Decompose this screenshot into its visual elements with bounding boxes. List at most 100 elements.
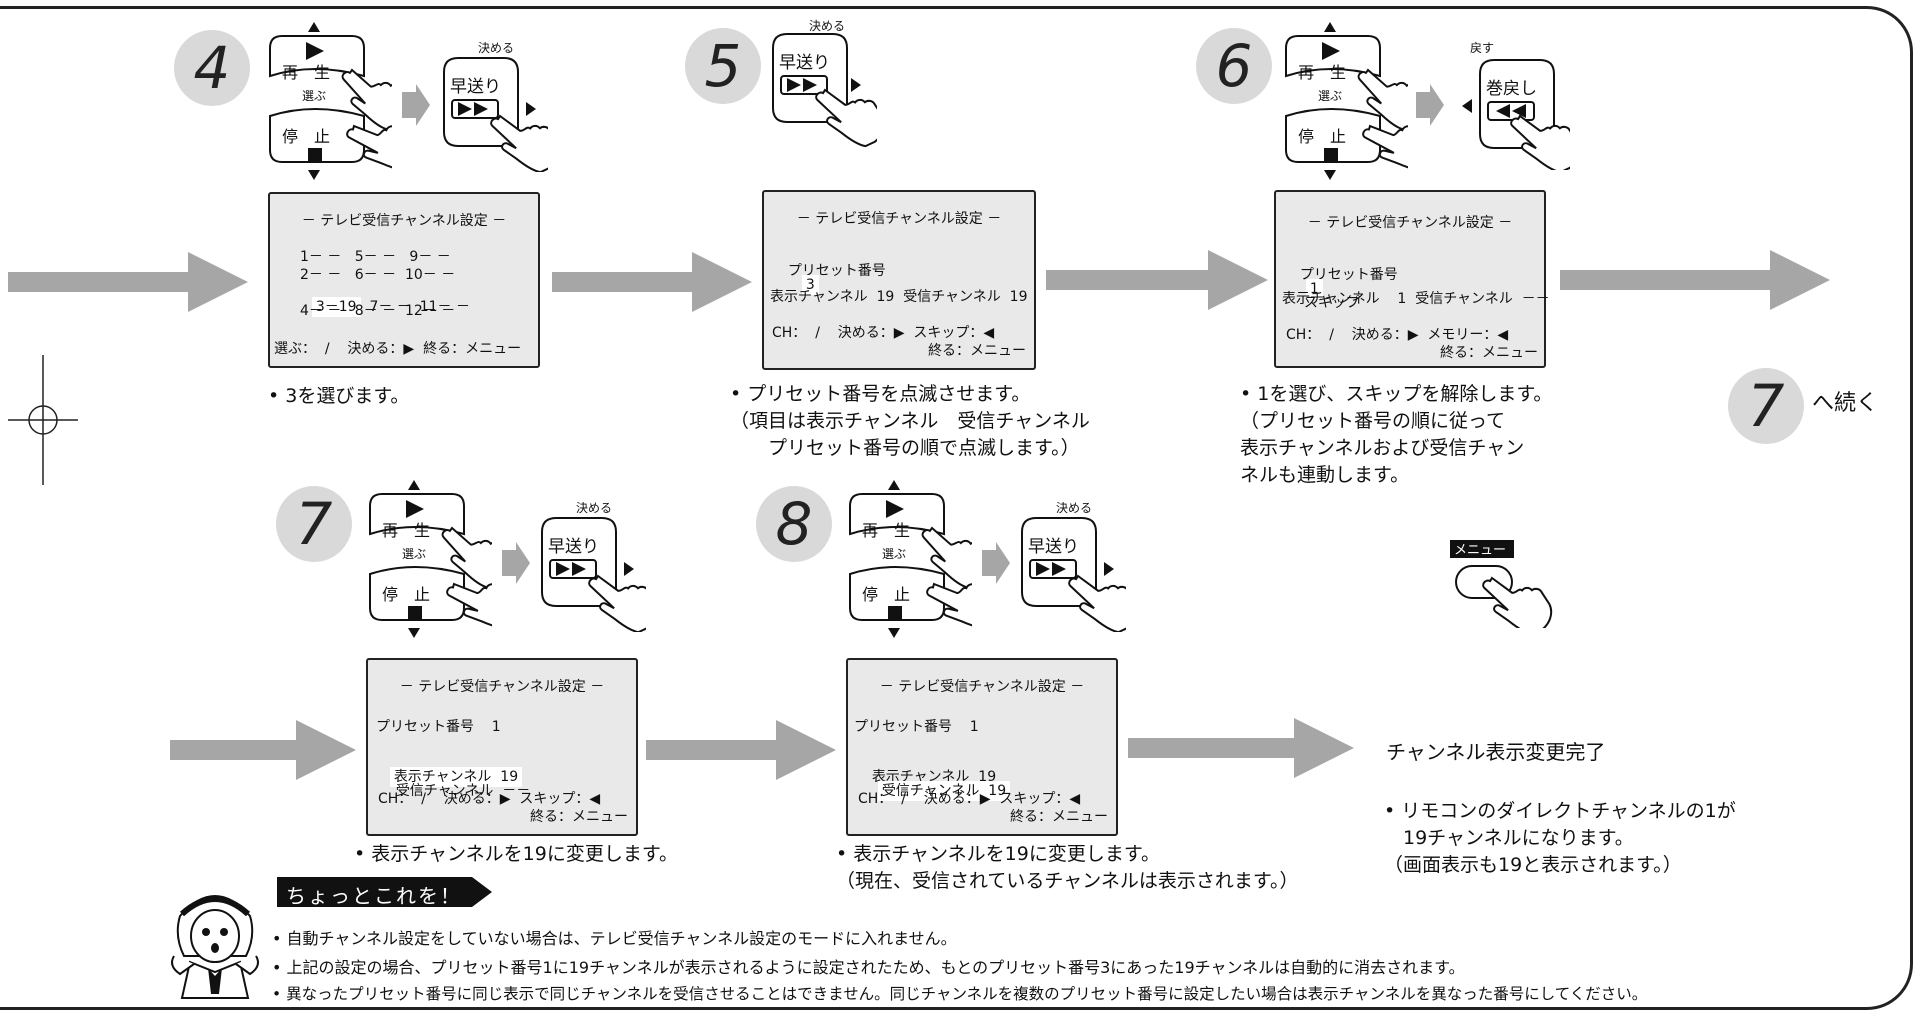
- screen-footer-2: 終る：メニュー: [1010, 809, 1108, 825]
- receive-channel-highlight: 受信チャンネル 19: [877, 781, 1011, 801]
- channel-row: 表示チャンネル 1 受信チャンネル －－: [1282, 291, 1550, 307]
- svg-text:早送り: 早送り: [450, 77, 501, 97]
- flow-arrow-6-7: [1560, 250, 1830, 310]
- svg-text:早送り: 早送り: [548, 537, 599, 557]
- small-arrow-8: [982, 542, 1010, 584]
- screen-step8: － テレビ受信チャンネル設定 － プリセット番号 1 表示チャンネル 19 受信…: [846, 658, 1118, 836]
- channel-row: 表示チャンネル 19 受信チャンネル －－: [372, 756, 530, 812]
- step-number-8: 8: [756, 486, 832, 562]
- completion-description: • リモコンのダイレクトチャンネルの1が 19チャンネルになります。 （画面表示…: [1384, 800, 1736, 876]
- menu-label: メニュー: [1454, 543, 1506, 558]
- caption-step4: • 3を選びます。: [268, 385, 410, 407]
- small-arrow-4: [402, 84, 430, 126]
- flow-arrow-5-6: [1046, 250, 1268, 310]
- screen-step4: － テレビ受信チャンネル設定 － 1－ － 5－ － 9－ － 2－ － 6－ …: [268, 192, 540, 368]
- channel-grid-row1: 1－ － 5－ － 9－ －: [300, 249, 451, 265]
- svg-text:停 止: 停 止: [282, 127, 330, 146]
- svg-text:早送り: 早送り: [1028, 537, 1079, 557]
- preset-row: プリセット番号 3: [787, 263, 886, 295]
- svg-text:選ぶ: 選ぶ: [882, 547, 906, 561]
- preset-row: プリセット番号 1: [376, 719, 501, 735]
- screen-footer-2: 終る：メニュー: [1440, 345, 1538, 361]
- svg-text:停 止: 停 止: [382, 585, 430, 604]
- continue-step-number: 7: [1728, 368, 1804, 444]
- preset-row: プリセット番号 1 スキップ: [1299, 267, 1398, 311]
- screen-title: － テレビ受信チャンネル設定 －: [796, 211, 1002, 227]
- screen-footer: 選ぶ： / 決める：▶ 終る：メニュー: [274, 341, 522, 357]
- preset-row: プリセット番号 1: [854, 719, 979, 735]
- channel-grid-row2: 2－ － 6－ － 10－ －: [300, 267, 456, 283]
- screen-footer-2: 終る：メニュー: [530, 809, 628, 825]
- screen-footer-2: 終る：メニュー: [928, 343, 1026, 359]
- play-stop-buttons-illustration-8: 再 生 選ぶ 停 止: [849, 480, 972, 643]
- flow-arrow-7-8: [646, 720, 836, 780]
- svg-text:決める: 決める: [1056, 502, 1092, 515]
- small-arrow-6: [1416, 84, 1444, 126]
- display-channel-highlight: 表示チャンネル 19: [389, 767, 523, 787]
- flow-arrow-row2-in: [170, 720, 356, 780]
- svg-text:再 生: 再 生: [382, 521, 430, 540]
- girl-character-illustration: [171, 895, 259, 999]
- svg-text:決める: 決める: [478, 42, 514, 55]
- flow-arrow-8-complete: [1128, 718, 1354, 778]
- ff-decide-button-illustration-7: 決める 早送り: [541, 502, 646, 632]
- channel-row: 表示チャンネル 19 受信チャンネル 19: [854, 756, 1011, 812]
- channel-grid-row3: 3－19 7－ － 11－ －: [294, 286, 470, 328]
- screen-step7: － テレビ受信チャンネル設定 － プリセット番号 1 表示チャンネル 19 受信…: [366, 658, 638, 836]
- flow-arrow-4-5: [552, 252, 752, 312]
- continue-label: へ続く: [1812, 391, 1879, 416]
- preset-value: 1: [1305, 279, 1323, 299]
- svg-text:再 生: 再 生: [282, 63, 330, 82]
- step-number-7: 7: [276, 486, 352, 562]
- channel-grid-row4: 4－ － 8－ － 12－ －: [300, 303, 456, 319]
- small-arrow-7: [502, 542, 530, 584]
- svg-text:決める: 決める: [809, 19, 845, 33]
- screen-title: － テレビ受信チャンネル設定 －: [399, 679, 605, 695]
- ff-decide-button-illustration-8: 決める 早送り: [1021, 502, 1126, 632]
- tip-note-1: • 自動チャンネル設定をしていない場合は、テレビ受信チャンネル設定のモードに入れ…: [272, 929, 957, 948]
- play-stop-buttons-illustration: 再 生 選ぶ 停 止: [269, 22, 392, 185]
- channel-row: 表示チャンネル 19 受信チャンネル 19: [770, 289, 1028, 305]
- svg-text:選ぶ: 選ぶ: [402, 547, 426, 561]
- step-number-6: 6: [1196, 28, 1272, 104]
- ff-decide-button-illustration: 決める 早送り: [443, 42, 548, 172]
- flow-arrow-in: [8, 252, 248, 312]
- page-frame: [0, 6, 1913, 1010]
- tip-banner-text: ちょっとこれを！: [286, 884, 462, 908]
- tip-banner: [277, 877, 492, 907]
- svg-text:選ぶ: 選ぶ: [1318, 89, 1342, 103]
- svg-text:再 生: 再 生: [1298, 63, 1346, 82]
- caption-step5: • プリセット番号を点滅させます。 （項目は表示チャンネル 受信チャンネル プリ…: [730, 383, 1090, 459]
- caption-step8: • 表示チャンネルを19に変更します。 （現在、受信されているチャンネルは表示さ…: [836, 843, 1299, 892]
- rew-back-button-illustration: 戻す 巻戻し: [1462, 41, 1570, 170]
- tip-note-2: • 上記の設定の場合、プリセット番号1に19チャンネルが表示されるように設定され…: [272, 958, 1465, 977]
- screen-footer-1: CH： / 決める：▶ スキップ：◀: [858, 791, 1081, 807]
- svg-text:選ぶ: 選ぶ: [302, 89, 326, 103]
- screen-footer-1: CH： / 決める：▶ スキップ：◀: [772, 325, 995, 341]
- menu-button-illustration: メニュー: [1450, 540, 1558, 628]
- screen-title: － テレビ受信チャンネル設定 －: [301, 213, 507, 229]
- screen-step5: － テレビ受信チャンネル設定 － プリセット番号 3 表示チャンネル 19 受信…: [762, 190, 1036, 370]
- svg-text:戻す: 戻す: [1470, 41, 1494, 55]
- svg-text:再 生: 再 生: [862, 521, 910, 540]
- completion-title: チャンネル表示変更完了: [1386, 740, 1606, 764]
- screen-title: － テレビ受信チャンネル設定 －: [879, 679, 1085, 695]
- ff-decide-button-illustration-5: 決める 早送り: [772, 19, 877, 148]
- play-stop-buttons-illustration-7: 再 生 選ぶ 停 止: [369, 480, 492, 643]
- screen-step6: － テレビ受信チャンネル設定 － プリセット番号 1 スキップ 表示チャンネル …: [1274, 190, 1550, 368]
- registration-mark: [8, 355, 78, 485]
- step-number-4: 4: [174, 30, 250, 106]
- screen-title: － テレビ受信チャンネル設定 －: [1307, 215, 1513, 231]
- svg-text:停 止: 停 止: [1298, 127, 1346, 146]
- play-stop-buttons-illustration-6: 再 生 選ぶ 停 止: [1285, 22, 1408, 185]
- tip-note-3: • 異なったプリセット番号に同じ表示で同じチャンネルを受信させることはできません…: [272, 985, 1648, 1003]
- selected-channel-3: 3－19: [311, 297, 361, 317]
- screen-footer-1: CH： / 決める：▶ メモリー：◀: [1286, 327, 1509, 343]
- preset-value: 3: [801, 275, 819, 295]
- screen-footer-1: CH： / 決める：▶ スキップ：◀: [378, 791, 601, 807]
- svg-text:巻戻し: 巻戻し: [1486, 79, 1537, 99]
- svg-text:早送り: 早送り: [779, 53, 830, 73]
- caption-step6: • 1を選び、スキップを解除します。 （プリセット番号の順に従って 表示チャンネ…: [1240, 383, 1553, 486]
- svg-text:停 止: 停 止: [862, 585, 910, 604]
- caption-step7: • 表示チャンネルを19に変更します。: [354, 843, 678, 865]
